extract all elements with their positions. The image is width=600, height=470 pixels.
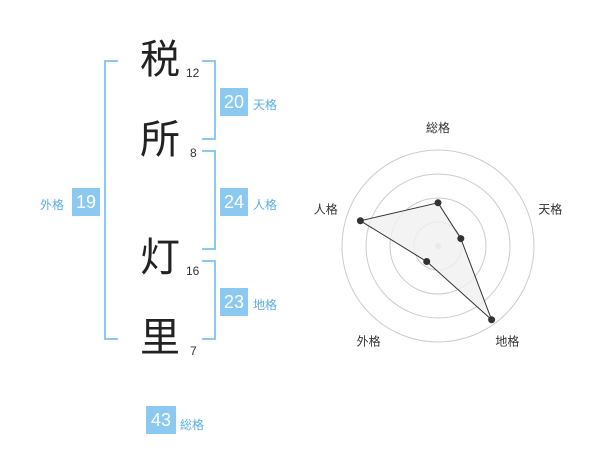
name-char-2: 所 [140, 117, 180, 163]
stroke-count-4: 7 [190, 344, 197, 358]
chikaku-label: 地格 [253, 298, 278, 312]
radar-ring-3 [365, 173, 511, 319]
tenkaku-label: 天格 [253, 98, 278, 112]
name-char-4: 里 [140, 315, 180, 361]
radar-axis-label: 人格 [314, 202, 338, 217]
radar-point-人格 [356, 217, 364, 225]
radar-ring-4 [341, 149, 535, 343]
radar-point-総格 [434, 199, 442, 207]
radar-polygon [359, 202, 493, 321]
gaikaku-value: 19 [72, 188, 100, 216]
radar-ring-2 [389, 197, 487, 295]
radar-axis-label: 地格 [495, 333, 519, 348]
name-char-1: 税 [140, 37, 180, 83]
tenkaku-value: 20 [220, 88, 248, 116]
stroke-count-1: 12 [186, 66, 200, 80]
radar-point-天格 [457, 235, 465, 243]
chikaku-bracket [202, 260, 216, 340]
stroke-count-2: 8 [190, 146, 197, 160]
outer-bracket [104, 60, 118, 340]
radar-axis-label: 外格 [357, 333, 381, 348]
gaikaku-label: 外格 [40, 198, 65, 212]
soukaku-label: 総格 [180, 418, 205, 432]
radar-data-layer [356, 199, 496, 324]
jinkaku-label: 人格 [253, 198, 278, 212]
chikaku-value: 23 [220, 288, 248, 316]
radar-axis-label: 総格 [426, 120, 450, 135]
jinkaku-bracket [202, 150, 216, 250]
radar-point-地格 [488, 316, 496, 324]
radar-point-外格 [423, 258, 431, 266]
stroke-count-3: 16 [186, 264, 200, 278]
name-char-3: 灯 [140, 235, 180, 281]
soukaku-value: 43 [146, 406, 176, 434]
tenkaku-bracket [202, 60, 216, 140]
radar-axis-label: 天格 [538, 202, 562, 217]
jinkaku-value: 24 [220, 188, 248, 216]
